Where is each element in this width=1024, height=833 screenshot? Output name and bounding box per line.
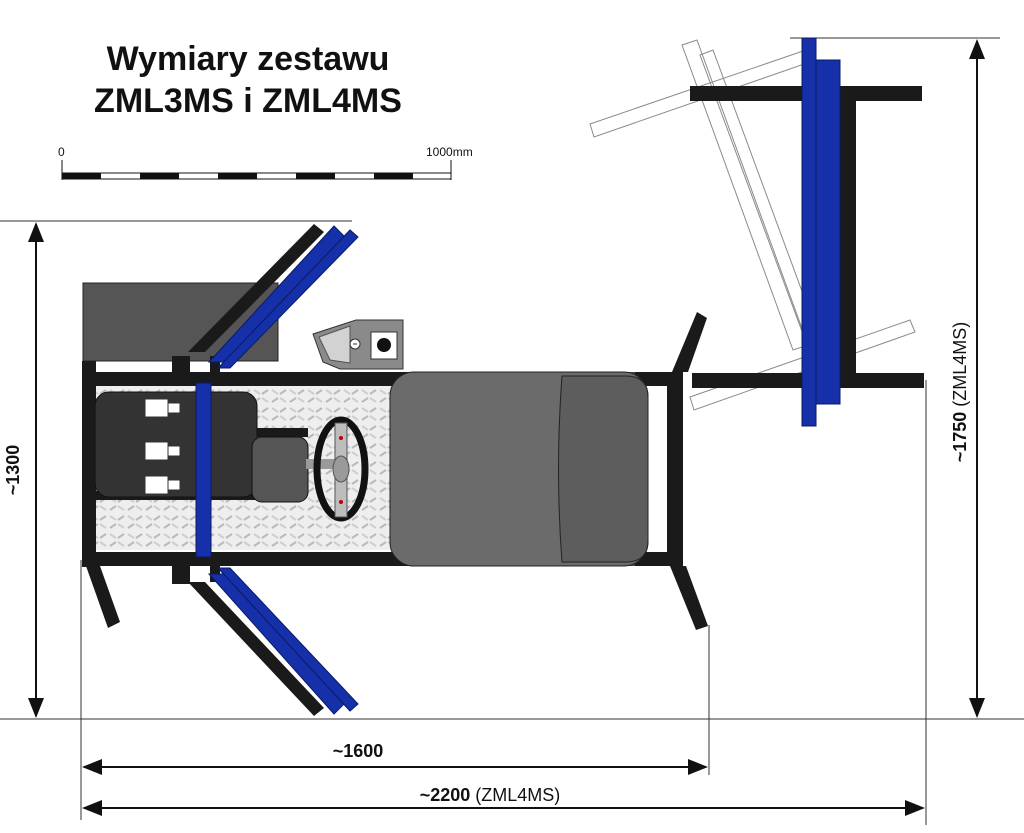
lower-arm xyxy=(188,567,359,716)
scale-end-label: 1000mm xyxy=(426,145,473,159)
extension-frame xyxy=(589,37,924,427)
width-dimension-label: ~1300 xyxy=(3,445,23,496)
scale-bar: 0 1000mm xyxy=(58,145,473,180)
dimension-arrows xyxy=(28,39,985,816)
simulator-top-view xyxy=(82,224,708,716)
upper-arm xyxy=(188,224,359,369)
seat xyxy=(94,391,309,503)
dimension-labels: ~1300 ~1750 (ZML4MS) ~1600 ~2200 (ZML4MS… xyxy=(3,322,970,805)
title-line-2: ZML3MS i ZML4MS xyxy=(94,82,402,120)
control-box xyxy=(312,319,404,370)
display-screen xyxy=(389,371,649,567)
motion-bar xyxy=(195,382,212,558)
length-zml4-label: ~2200 (ZML4MS) xyxy=(420,785,561,805)
scale-start-label: 0 xyxy=(58,145,65,159)
extension-blue-bar-wide xyxy=(815,59,841,405)
extension-lines xyxy=(0,37,1024,825)
diagram-title: Wymiary zestawu ZML3MS i ZML4MS xyxy=(94,40,402,120)
steering-wheel-icon xyxy=(306,416,369,522)
length-zml3-label: ~1600 xyxy=(333,741,384,761)
extension-blue-bar xyxy=(801,37,817,427)
title-line-1: Wymiary zestawu xyxy=(107,40,390,78)
height-dimension-label: ~1750 (ZML4MS) xyxy=(950,322,970,463)
